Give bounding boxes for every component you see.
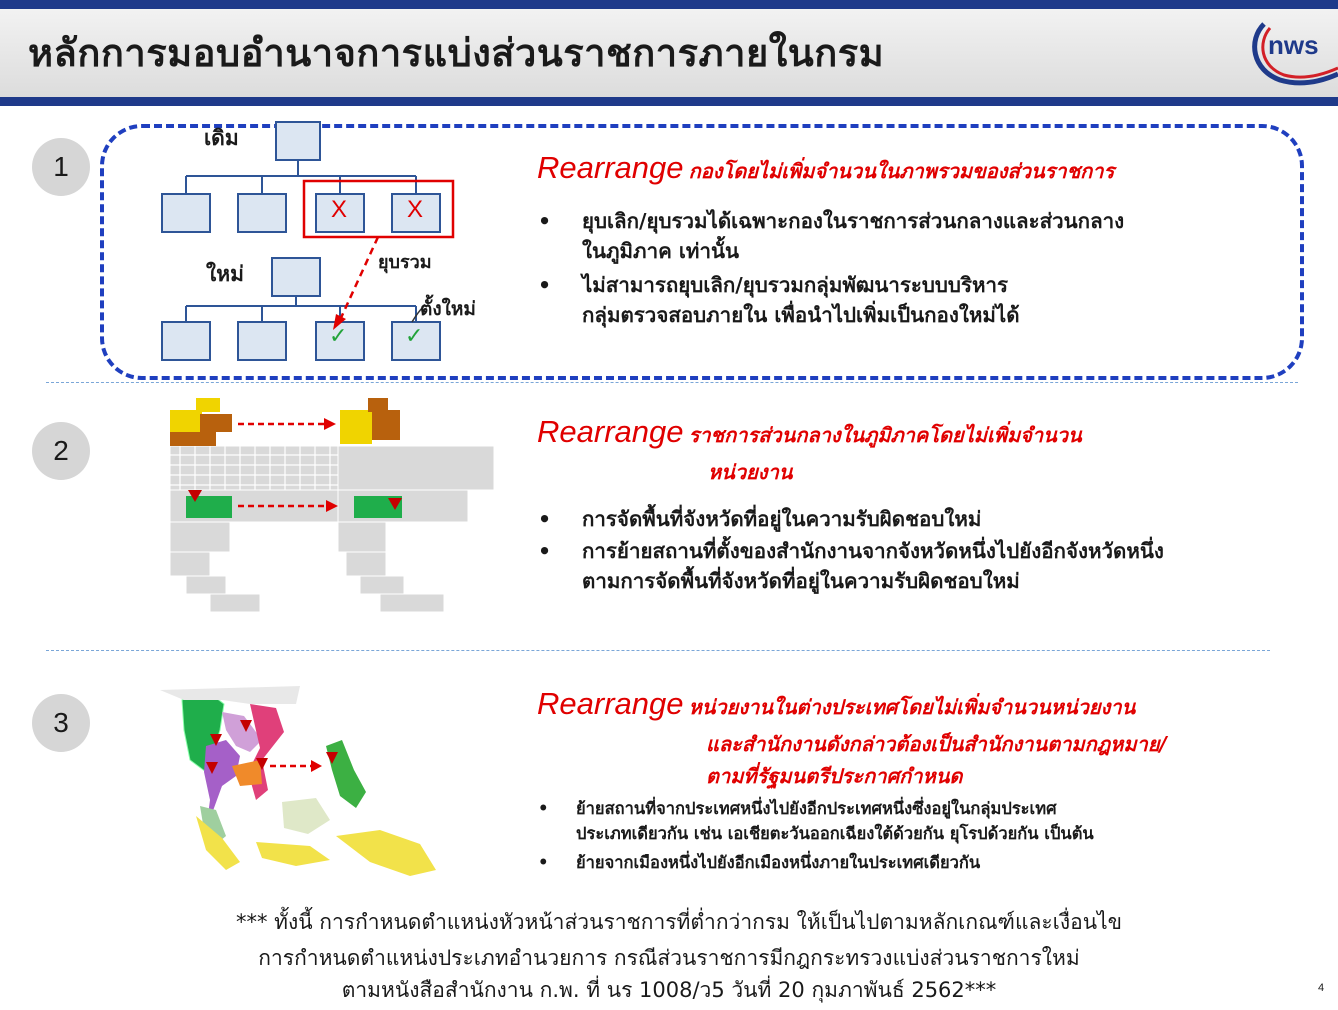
footer-line-1: *** ทั้งนี้ การกำหนดตำแหน่งหัวหน้าส่วนรา… (236, 910, 1122, 934)
page-number: 4 (1318, 982, 1325, 994)
section-2-bullet-2: • การย้ายสถานที่ตั้งของสำนักงานจากจังหวั… (538, 536, 1164, 596)
section-3-heading-line-2: และสำนักงานดังกล่าวต้องเป็นสำนักงานตามกฎ… (706, 732, 1167, 756)
slide-header (0, 9, 1338, 97)
country-borneo (282, 798, 330, 834)
old-unit-box-2 (237, 193, 287, 233)
section-3-bullet-1: • ย้ายสถานที่จากประเทศหนึ่งไปยังอีกประเท… (538, 796, 1094, 846)
section-number-3: 3 (32, 694, 90, 752)
section-3-bullet-2: • ย้ายจากเมืองหนึ่งไปยังอีกเมืองหนึ่งภาย… (538, 850, 980, 875)
merge-arrow (338, 236, 380, 321)
top-accent-line (0, 0, 1338, 9)
country-indonesia-2 (256, 842, 330, 866)
new-connector (185, 296, 417, 322)
old-unit-box-4 (391, 193, 441, 233)
old-unit-box-3 (315, 193, 365, 233)
country-vietnam (248, 704, 284, 800)
bullet-dot: • (538, 539, 552, 563)
footer-line-2: การกำหนดตำแหน่งประเภทอำนวยการ กรณีส่วนรา… (258, 946, 1080, 970)
section-3-heading-text-1: หน่วยงานในต่างประเทศโดยไม่เพิ่มจำนวนหน่ว… (688, 695, 1136, 719)
separator-1 (46, 382, 1298, 383)
new-label: ใหม่ (206, 262, 244, 286)
cross-mark-1: X (331, 196, 348, 223)
office-marker (188, 490, 202, 502)
region-green (186, 496, 232, 518)
establish-pointer (411, 305, 425, 323)
section-2-bullet-1: • การจัดพื้นที่จังหวัดที่อยู่ในความรับผิ… (538, 504, 981, 534)
merge-label: ยุบรวม (378, 252, 432, 273)
establish-label: ตั้งใหม่ (420, 298, 476, 320)
merge-highlight-box (302, 179, 455, 239)
section-number-2: 2 (32, 422, 90, 480)
country-laos (222, 712, 262, 752)
cross-mark-2: X (407, 196, 424, 223)
logo-text: nws (1268, 30, 1319, 60)
old-unit-box-1 (161, 193, 211, 233)
footer-line-3: ตามหนังสือสำนักงาน ก.พ. ที่ นร 1008/ว5 ว… (341, 978, 997, 1002)
section-1-bullet-2: • ไม่สามารถยุบเลิก/ยุบรวมกลุ่มพัฒนาระบบบ… (538, 270, 1020, 330)
merge-arrowhead (333, 314, 346, 330)
bullet-dot: • (538, 507, 552, 531)
section-1-frame (100, 124, 1304, 380)
bullet-dot: • (538, 853, 549, 872)
separator-2 (46, 650, 1270, 651)
logo-swoosh-icon (1252, 22, 1338, 86)
map-after (337, 398, 495, 613)
section-2-heading-line-2: หน่วยงาน (708, 460, 793, 484)
section-2-keyword: Rearrange (537, 414, 684, 449)
region-brown (200, 414, 232, 432)
ocsc-logo: nws (1250, 18, 1338, 88)
section-number-1: 1 (32, 138, 90, 196)
section-1-bullet-1: • ยุบเลิก/ยุบรวมได้เฉพาะกองในราชการส่วนก… (538, 206, 1124, 266)
section-2-heading-text-1: ราชการส่วนกลางในภูมิภาคโดยไม่เพิ่มจำนวน (688, 423, 1082, 447)
bullet-dot: • (538, 273, 552, 297)
country-philippines (326, 740, 366, 808)
check-mark-1: ✓ (329, 324, 348, 349)
section-3-heading-line-3: ตามที่รัฐมนตรีประกาศกำหนด (706, 764, 963, 788)
section-1-heading: Rearrange กองโดยไม่เพิ่มจำนวนในภาพรวมของ… (537, 150, 1114, 187)
country-indonesia-3 (336, 830, 436, 876)
section-3-keyword: Rearrange (537, 686, 684, 721)
bullet-dot: • (538, 209, 552, 233)
section-3-heading: Rearrange หน่วยงานในต่างประเทศโดยไม่เพิ่… (537, 686, 1135, 723)
page-title: หลักการมอบอำนาจการแบ่งส่วนราชการภายในกรม (28, 31, 885, 75)
bullet-dot: • (538, 799, 549, 818)
old-head-box (275, 121, 321, 161)
region-china (160, 686, 300, 704)
old-connector (185, 160, 417, 194)
section-1-keyword: Rearrange (537, 150, 684, 185)
section-2-heading: Rearrange ราชการส่วนกลางในภูมิภาคโดยไม่เ… (537, 414, 1082, 451)
old-label: เดิม (204, 126, 239, 150)
country-indonesia-1 (196, 816, 240, 870)
new-unit-box-4 (391, 321, 441, 361)
country-cambodia (232, 760, 262, 786)
section-1-heading-text: กองโดยไม่เพิ่มจำนวนในภาพรวมของส่วนราชการ (688, 159, 1115, 183)
new-head-box (271, 257, 321, 297)
header-underline (0, 97, 1338, 106)
check-mark-2: ✓ (405, 324, 424, 349)
